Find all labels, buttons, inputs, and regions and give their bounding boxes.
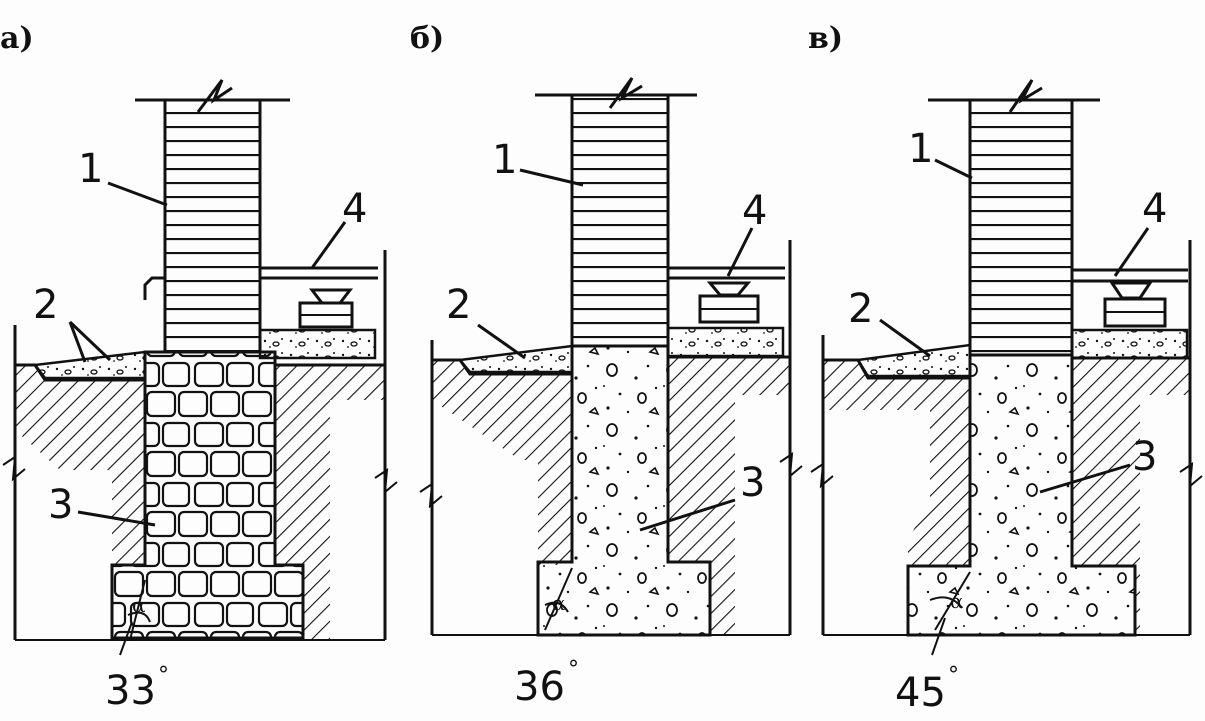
panel-a-degree: ° [158, 663, 169, 688]
panel-c-label-4: 4 [1142, 186, 1167, 232]
panel-a-label-1: 1 [78, 146, 103, 192]
panel-b-label-4: 4 [742, 188, 767, 234]
panel-a-label-2: 2 [33, 282, 58, 328]
panel-c-label-1: 1 [908, 126, 933, 172]
panel-b-angle: 36 [514, 664, 565, 710]
panel-b-alpha: α [552, 591, 566, 615]
panel-c-angle: 45 [895, 670, 946, 716]
panel-c: в) α 1 2 [808, 21, 1203, 716]
panel-c-degree: ° [948, 663, 959, 688]
panel-b: б) α 1 2 3 [410, 21, 803, 710]
panel-b-degree: ° [568, 657, 579, 682]
panel-c-label-3: 3 [1132, 434, 1157, 480]
panel-c-label-2: 2 [848, 286, 873, 332]
panel-a-label-4: 4 [342, 186, 367, 232]
panel-b-label-2: 2 [446, 282, 471, 328]
panel-b-title: б) [410, 21, 444, 56]
panel-c-alpha: α [950, 589, 964, 613]
panel-a-title: а) [0, 21, 34, 56]
panel-a-angle: 33 [105, 668, 156, 714]
panel-b-label-3: 3 [740, 460, 765, 506]
panel-c-title: в) [808, 21, 843, 56]
panel-a-label-3: 3 [48, 482, 73, 528]
panel-a: а) α [0, 21, 398, 714]
panel-b-label-1: 1 [492, 137, 517, 183]
panel-a-alpha: α [132, 593, 146, 617]
